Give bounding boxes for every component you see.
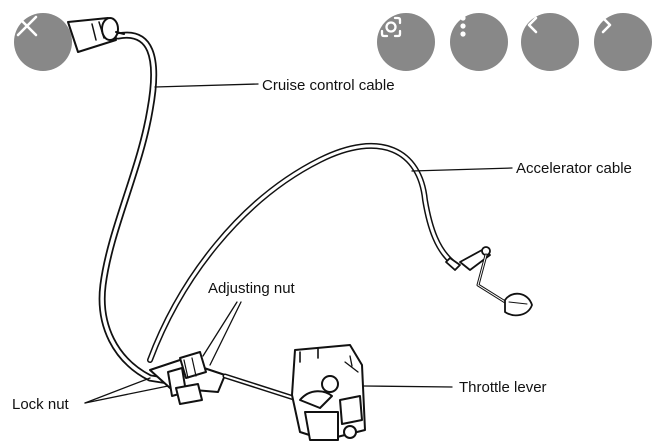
more-vert-icon — [460, 15, 466, 37]
label-adjusting-nut: Adjusting nut — [208, 280, 296, 297]
more-options-button[interactable] — [450, 13, 508, 71]
close-button[interactable] — [14, 13, 72, 71]
label-throttle-lever: Throttle lever — [459, 379, 547, 396]
next-image-button[interactable] — [594, 13, 652, 71]
chevron-right-icon — [601, 16, 612, 34]
label-cruise-control-cable: Cruise control cable — [262, 77, 395, 94]
close-icon — [16, 15, 38, 37]
cable-end-connector — [67, 17, 125, 53]
label-lock-nut: Lock nut — [12, 396, 70, 413]
visual-search-button[interactable] — [377, 13, 435, 71]
throttle-body — [291, 344, 366, 441]
accelerator-cable — [147, 142, 455, 363]
adjuster-assembly — [149, 351, 303, 405]
chevron-left-icon — [527, 16, 538, 34]
leader-lines — [84, 83, 513, 404]
accelerator-pedal — [445, 246, 533, 317]
previous-image-button[interactable] — [521, 13, 579, 71]
lens-icon — [380, 16, 402, 38]
cruise-control-cable — [98, 31, 179, 386]
label-accelerator-cable: Accelerator cable — [516, 160, 632, 177]
